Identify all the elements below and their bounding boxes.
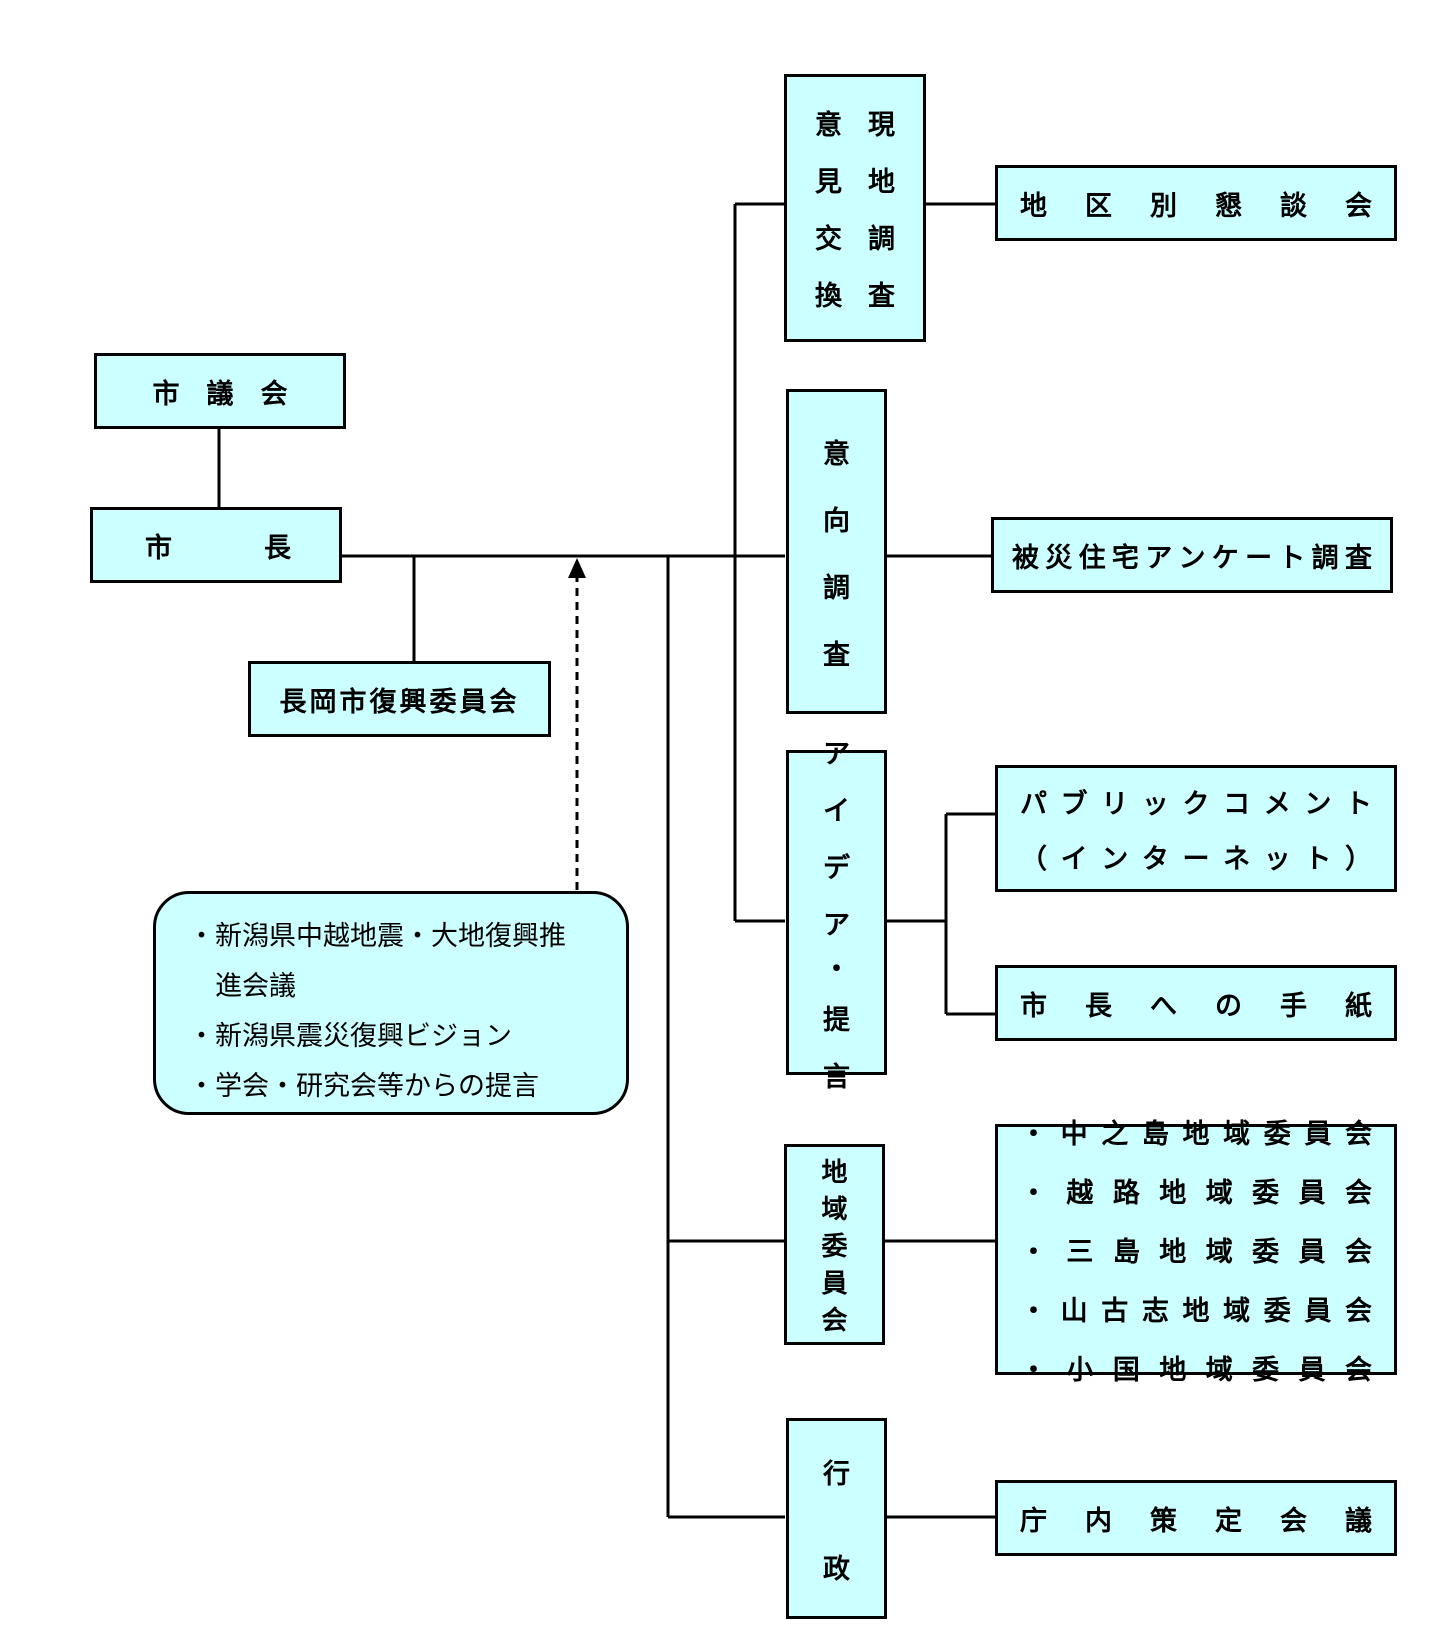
ideas-proposals-box: ア イ デ ア ・ 提 言 [786,739,887,1093]
proposal-item: ・学会・研究会等からの提言 [188,1071,539,1102]
field-survey-box: 意 見 交 換 現 地 調 査 [784,74,926,342]
regional-committee-list-box: ・ 中 之 島 地 域 委 員 会 ・ 越 路 地 域 委 員 会 ・ 三 島 … [995,1119,1397,1386]
proposal-item: ・新潟県震災復興ビジョン [188,1021,512,1052]
regional-committee-box: 地 域 委 員 会 [784,1144,885,1345]
list-item: ・ 三 島 地 域 委 員 会 [1020,1237,1372,1268]
reconstruction-committee-label: 長岡市復興委員会 [279,686,520,718]
city-council-label: 市 議 会 [152,378,288,410]
list-item: ・ 中 之 島 地 域 委 員 会 [1020,1119,1372,1150]
mayor-label-part: 市 [145,532,172,564]
list-item: ・ 越 路 地 域 委 員 会 [1020,1178,1372,1209]
city-council-box: 市 議 会 [94,353,346,429]
mayor-label-part: 長 [264,532,291,564]
external-proposals-box: ・新潟県中越地震・大地復興推 進会議 ・新潟県震災復興ビジョン ・学会・研究会等… [153,891,629,1115]
intention-survey-box: 意 向 調 査 [786,389,887,714]
district-meeting-box: 地 区 別 懇 談 会 [995,165,1397,241]
mayor-box: 市 長 [90,507,342,583]
letters-to-mayor-box: 市 長 へ の 手 紙 [995,965,1397,1041]
public-comment-box: パ ブ リ ッ ク コ メ ン ト （ イ ン タ ー ネ ッ ト ） [995,765,1397,892]
reconstruction-committee-box: 長岡市復興委員会 [248,661,551,737]
housing-survey-box: 被 災 住 宅 ア ン ケ ー ト 調 査 [991,517,1393,593]
administration-box: 行 政 [786,1418,887,1619]
proposal-item: ・新潟県中越地震・大地復興推 [188,921,566,952]
arrow-head-icon [568,558,586,578]
proposal-item: 進会議 [188,971,296,1002]
list-item: ・ 山 古 志 地 域 委 員 会 [1020,1296,1372,1327]
internal-strategy-meeting-box: 庁 内 策 定 会 議 [995,1480,1397,1556]
list-item: ・ 小 国 地 域 委 員 会 [1020,1355,1372,1386]
